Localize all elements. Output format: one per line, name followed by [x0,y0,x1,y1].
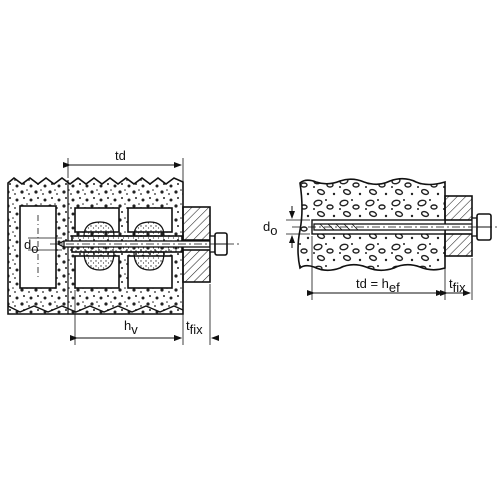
left-hv-label: hv [124,318,138,337]
right-figure-solid-concrete: do td = hef tfix [263,177,498,300]
fixture-plate-left-lower [182,249,211,283]
right-td-hef-label: td = hef [356,276,400,295]
left-figure-hollow-brick: do td hv tfix [7,148,240,345]
right-d0-label: do [263,219,277,238]
fixture-plate-left [182,206,211,241]
left-tfix-label: tfix [186,318,203,337]
left-d0-label: do [24,237,38,256]
fixture-plate-right [444,195,473,221]
hollow-brick-bottom-edge [7,305,184,313]
fixture-plate-right-lower [444,233,473,257]
right-tfix-label: tfix [449,276,466,295]
left-td-label: td [115,148,126,163]
